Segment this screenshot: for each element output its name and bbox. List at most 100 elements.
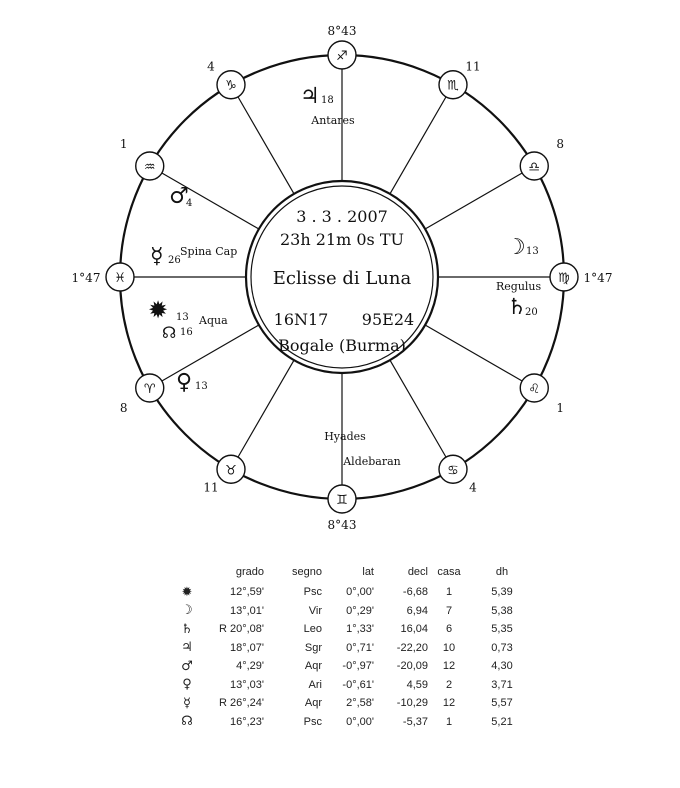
planet-glyph-icon: ♃ xyxy=(181,640,193,656)
house-spoke xyxy=(161,324,260,382)
cell-casa: 12 xyxy=(442,660,456,673)
house-node xyxy=(327,40,357,70)
header-lat: lat xyxy=(362,566,374,578)
header-decl: decl xyxy=(407,566,428,578)
star-hyades: Hyades xyxy=(324,430,366,443)
header-grado: grado xyxy=(235,566,264,578)
house-node xyxy=(135,151,165,181)
house-number-label: 8°43 xyxy=(328,518,357,532)
planet-glyph-icon: ♂ xyxy=(181,658,193,674)
house-number-label: 11 xyxy=(203,480,218,494)
house-spoke xyxy=(161,172,260,230)
cell-decl: 6,94 xyxy=(406,604,428,617)
chart-time: 23h 21m 0s TU xyxy=(280,230,404,249)
capricorn-icon: ♑ xyxy=(225,79,237,94)
mars-degree: 4 xyxy=(186,198,192,209)
venus-icon: ♀ xyxy=(176,370,192,395)
cell-dh: 4,30 xyxy=(491,660,513,673)
planet-glyph-icon: ♄ xyxy=(181,621,193,637)
house-number-label: 1 xyxy=(556,401,564,415)
moon-degree: 13 xyxy=(526,246,539,257)
cell-decl: -20,09 xyxy=(396,660,428,673)
cell-casa: 2 xyxy=(445,678,453,691)
chart-longitude: 95E24 xyxy=(362,310,414,329)
cell-lat: -0°,61' xyxy=(342,678,374,691)
chart-latitude: 16N17 xyxy=(274,310,329,329)
mars-icon: ♂ xyxy=(169,184,189,209)
cell-lat: 0°,71' xyxy=(346,641,374,654)
cell-grado: 4°,29' xyxy=(236,660,264,673)
house-number-label: 8°43 xyxy=(328,24,357,38)
planet-glyph-icon: ♀ xyxy=(182,677,192,693)
gemini-icon: ♊ xyxy=(336,493,348,508)
cell-dh: 5,38 xyxy=(491,604,513,617)
virgo-icon: ♍ xyxy=(558,271,570,286)
cell-decl: -22,20 xyxy=(396,641,428,654)
mercury-degree: 26 xyxy=(168,255,181,266)
cell-lat: 0°,00' xyxy=(346,586,374,599)
header-glyph xyxy=(170,564,204,583)
house-node xyxy=(105,262,135,292)
cell-lat: -0°,97' xyxy=(342,660,374,673)
inner-ring-inner xyxy=(250,185,434,369)
house-number-label: 1 xyxy=(120,137,128,151)
house-node xyxy=(519,373,549,403)
cell-segno: Psc xyxy=(303,586,322,599)
chart-date: 3 . 3 . 2007 xyxy=(296,207,388,226)
house-spoke xyxy=(237,359,295,458)
cell-decl: 4,59 xyxy=(406,678,428,691)
header-casa: casa xyxy=(437,566,461,578)
node-degree: 16 xyxy=(180,327,193,338)
house-node xyxy=(519,151,549,181)
cell-grado: 18°,07' xyxy=(229,641,264,654)
cell-decl: -5,37 xyxy=(402,715,428,728)
astrological-chart: ♐8°43♏11♎8♍1°47♌1♋4♊8°43♉11♈8♓1°47♒1♑4 3… xyxy=(72,24,613,532)
house-node xyxy=(216,70,246,100)
house-spoke xyxy=(237,96,295,195)
cell-grado: 12°,59' xyxy=(229,586,264,599)
cell-lat: 2°,58' xyxy=(346,697,374,710)
house-spoke xyxy=(424,172,523,230)
sun-degree: 13 xyxy=(176,312,189,323)
cell-decl: -10,29 xyxy=(396,697,428,710)
sagittarius-icon: ♐ xyxy=(336,49,348,64)
cell-casa: 1 xyxy=(445,715,453,728)
cell-casa: 12 xyxy=(442,697,456,710)
cell-segno: Vir xyxy=(308,604,322,617)
leo-icon: ♌ xyxy=(528,382,540,397)
cell-dh: 5,35 xyxy=(491,623,513,636)
cell-dh: 5,57 xyxy=(491,697,513,710)
chart-title: Eclisse di Luna xyxy=(273,268,412,289)
lunar-node-icon: ☊ xyxy=(162,323,176,342)
header-segno: segno xyxy=(292,566,322,578)
star-regulus: Regulus xyxy=(496,280,542,293)
cancer-icon: ♋ xyxy=(447,463,459,478)
house-number-label: 1°47 xyxy=(72,271,101,285)
chart-place: Bogale (Burma) xyxy=(278,336,406,355)
house-node xyxy=(216,454,246,484)
star-spina-cap: Spina Cap xyxy=(180,245,237,258)
libra-icon: ♎ xyxy=(528,160,540,175)
house-node xyxy=(549,262,579,292)
table-header: grado segno lat decl casa dh xyxy=(170,564,534,583)
house-number-label: 4 xyxy=(469,480,477,494)
cell-dh: 5,21 xyxy=(491,715,513,728)
mercury-icon: ☿ xyxy=(150,244,164,269)
cell-dh: 3,71 xyxy=(491,678,513,691)
aquarius-icon: ♒ xyxy=(144,160,156,175)
cell-casa: 1 xyxy=(445,586,453,599)
cell-grado: R 26°,24' xyxy=(218,697,264,710)
star-aqua: Aqua xyxy=(198,314,228,327)
planet-glyph-icon: ☿ xyxy=(183,695,191,711)
header-dh: dh xyxy=(495,566,509,578)
cell-decl: -6,68 xyxy=(402,586,428,599)
cell-segno: Psc xyxy=(303,715,322,728)
house-number-label: 8 xyxy=(556,137,564,151)
